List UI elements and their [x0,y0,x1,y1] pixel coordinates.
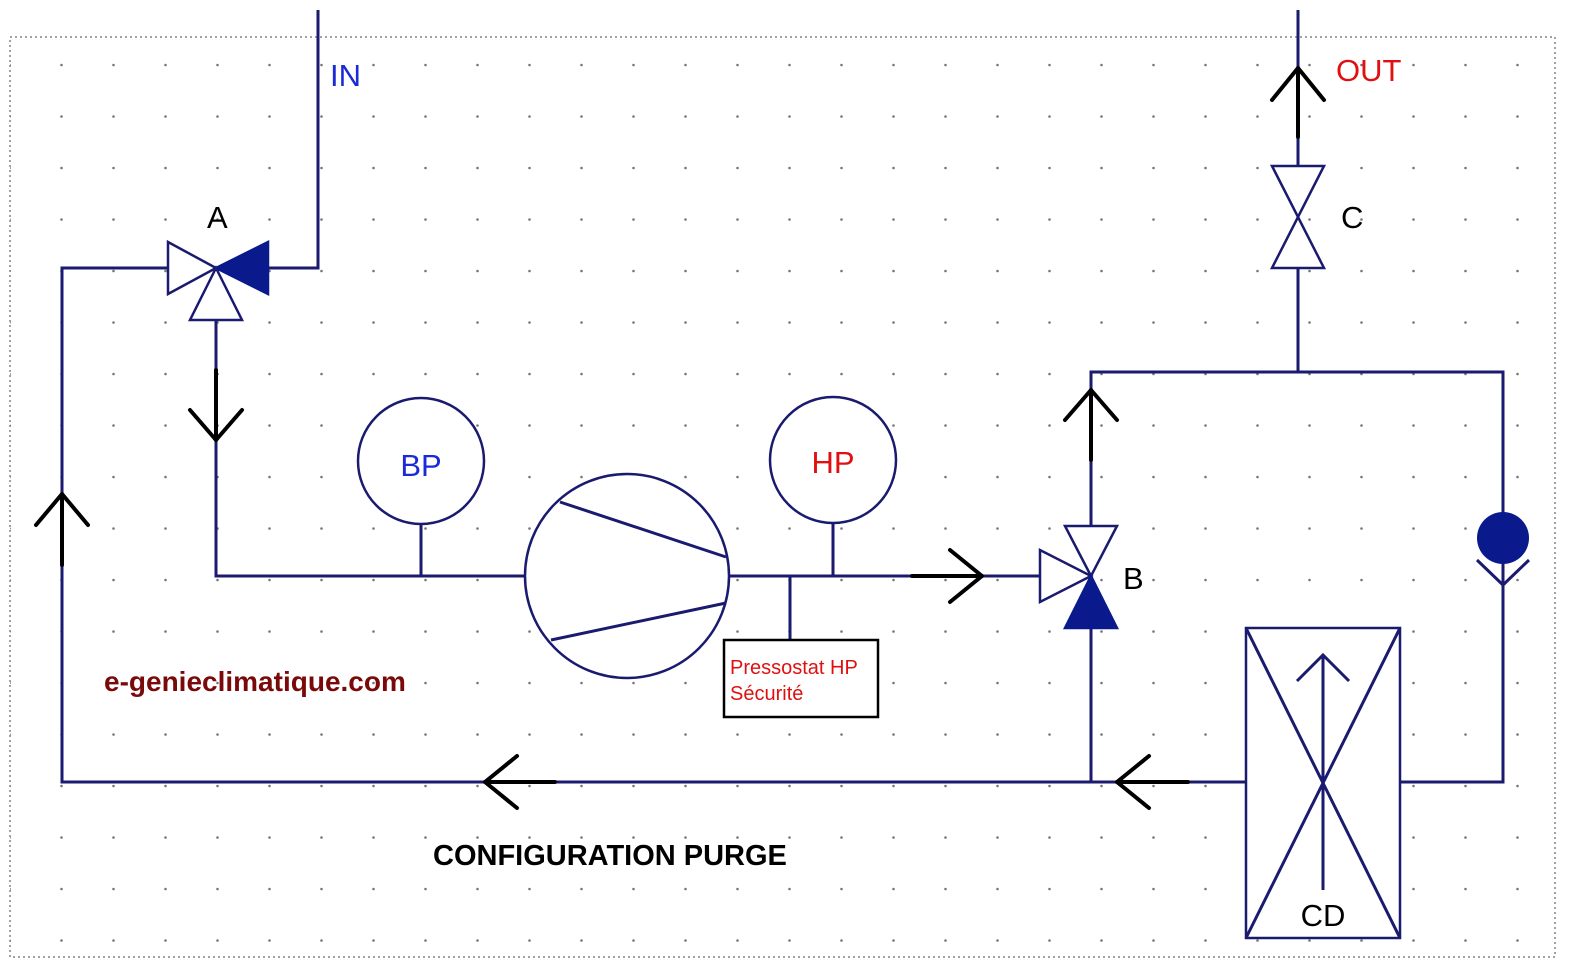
valve-a [166,239,270,322]
gauge-bp [356,396,486,526]
valve-c [1269,164,1327,270]
website-label: e-genieclimatique.com [104,666,406,697]
valve-a-port-bottom [187,265,245,322]
label-valve-c: C [1341,200,1363,235]
valve-b-port-top [1062,524,1120,579]
condenser [1244,626,1402,940]
check-valve-seat [1475,558,1531,588]
valve-a-port-left [166,239,219,297]
compressor-line-lower [550,601,727,642]
arrow-return-mid-left-icon [483,754,519,810]
flow-arrows [34,66,1326,810]
check-valve-ball [1477,512,1529,564]
label-outlet: OUT [1336,53,1402,88]
arrow-outlet-up-icon [1270,66,1326,102]
label-inlet: IN [330,58,361,93]
valve-a-port-right [213,239,270,297]
valve-c-upper [1269,164,1327,220]
pipe-inlet [268,10,320,270]
arrow-return-right-left-icon [1115,754,1151,810]
diagram-caption: CONFIGURATION PURGE [433,840,787,872]
valve-c-lower [1269,214,1327,270]
arrow-a-down-icon [188,408,244,442]
valve-b-port-left [1038,547,1094,605]
label-pressostat-line2: Sécurité [730,683,803,705]
condenser-flow-arrow-icon [1295,652,1351,683]
compressor-line-upper [559,500,727,559]
pressostat-box [722,638,880,719]
compressor-body [523,472,731,680]
arrow-discharge-right-icon [948,548,984,604]
arrow-left-up-icon [34,492,90,527]
valve-b-port-bottom [1062,573,1120,630]
drawing-border [9,36,1556,958]
valve-b [1038,524,1120,630]
gauge-hp [768,395,898,525]
label-valve-a: A [207,200,228,235]
label-gauge-bp: BP [400,448,441,483]
arrow-b-up-icon [1063,388,1119,422]
label-pressostat-line1: Pressostat HP [730,657,858,679]
check-valve [1475,512,1531,588]
compressor [523,472,731,680]
label-condenser: CD [1301,898,1346,933]
label-gauge-hp: HP [811,445,854,480]
label-valve-b: B [1123,561,1144,596]
